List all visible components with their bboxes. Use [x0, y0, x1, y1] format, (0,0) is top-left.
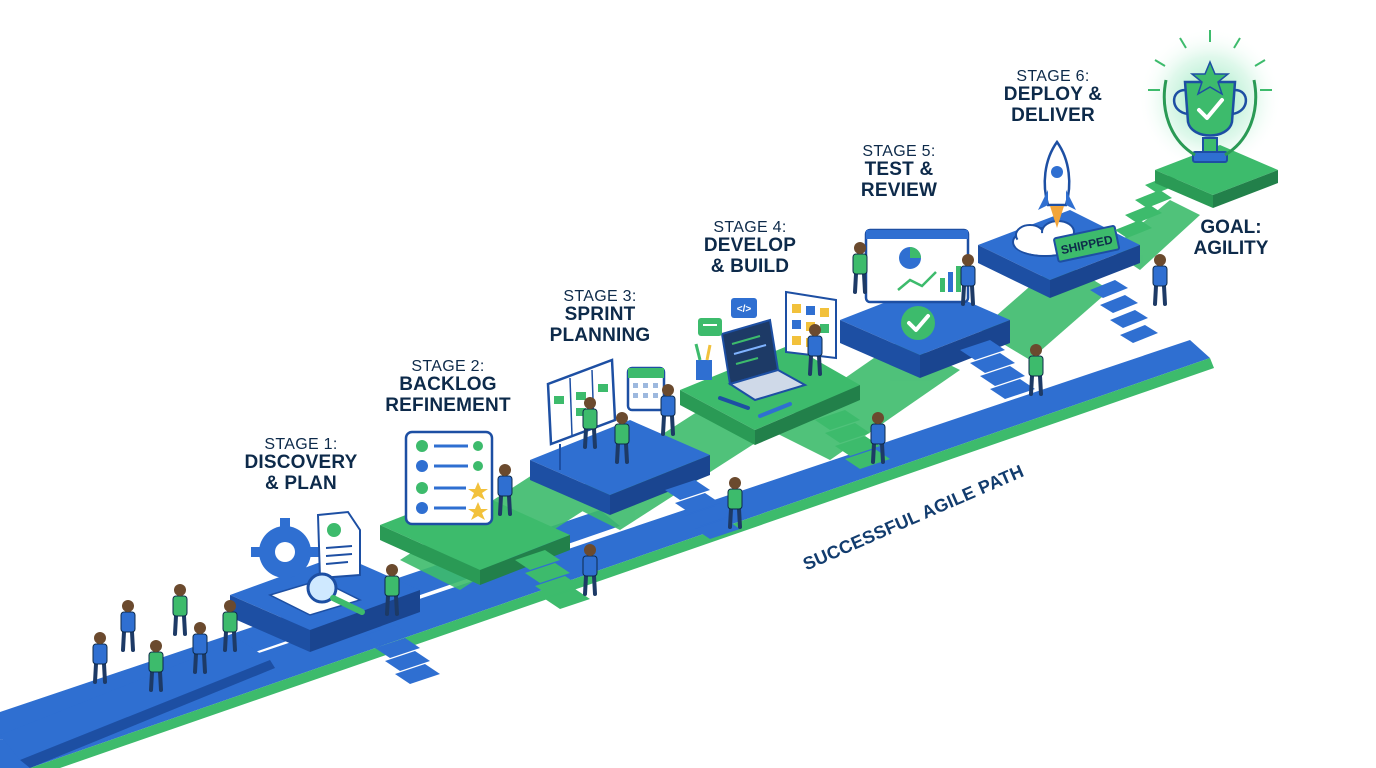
person-figure — [497, 464, 513, 516]
trophy-icon — [1172, 60, 1248, 163]
stage3-number: STAGE 3: — [563, 288, 637, 305]
stage6-platform: SHIPPED — [978, 139, 1140, 298]
code-bubble-icon: </> — [731, 298, 757, 318]
kanban-board-icon — [546, 358, 617, 470]
wrench-icon — [718, 396, 792, 418]
backlog-board-icon — [404, 430, 494, 526]
person-figure — [384, 564, 400, 616]
laptop-icon — [720, 318, 808, 402]
rocket-icon — [1038, 139, 1076, 228]
stage1-number: STAGE 1: — [264, 436, 338, 453]
stage6-number: STAGE 6: — [1016, 68, 1090, 85]
stage3-title-line2: PLANNING — [549, 324, 651, 346]
stairs-4 — [815, 410, 890, 469]
dashboard-screen-icon — [864, 228, 970, 304]
person-figure — [222, 600, 238, 652]
goal-platform — [1138, 28, 1282, 208]
stage6-label: STAGE 6: DEPLOY & DELIVER — [990, 68, 1116, 126]
person-figure — [582, 397, 598, 449]
stage1-platform — [230, 510, 420, 652]
person-figure — [727, 477, 743, 529]
stage4-title-line1: DEVELOP — [703, 235, 797, 257]
calendar-icon — [626, 366, 666, 412]
svg-text:</>: </> — [737, 304, 752, 315]
stage2-label: STAGE 2: BACKLOG REFINEMENT — [380, 358, 516, 416]
person-figure — [92, 632, 108, 684]
person-figure — [852, 242, 868, 294]
stage6-title-line1: DEPLOY & — [1003, 84, 1103, 106]
laurel-icon — [1162, 79, 1258, 157]
stairs-1 — [365, 625, 440, 684]
stairs-2 — [515, 550, 590, 609]
pencil-cup-icon — [694, 343, 712, 380]
goal-label-line2: AGILITY — [1193, 237, 1269, 259]
stage6-title-line2: DELIVER — [1011, 104, 1095, 126]
stage2-title-line2: REFINEMENT — [385, 394, 511, 416]
person-figure — [148, 640, 164, 692]
person-figure — [1152, 254, 1168, 306]
document-icon — [316, 510, 361, 580]
person-figure — [582, 544, 598, 596]
person-figure — [120, 600, 136, 652]
stage4-number: STAGE 4: — [713, 219, 787, 236]
magnifier-icon — [306, 572, 365, 615]
sparkle-rays — [1148, 30, 1272, 91]
people-group — [92, 242, 1168, 692]
shipped-sign: SHIPPED — [1053, 225, 1121, 263]
stage4-label: STAGE 4: DEVELOP & BUILD — [690, 219, 810, 277]
stage4-platform: </> — [680, 290, 860, 445]
person-figure — [807, 324, 823, 376]
goal-label: GOAL: AGILITY — [1186, 217, 1276, 259]
person-figure — [960, 254, 976, 306]
stage3-title-line1: SPRINT — [564, 304, 636, 326]
stairs-5 — [960, 340, 1035, 399]
stage1-label: STAGE 1: DISCOVERY & PLAN — [236, 436, 366, 494]
person-figure — [660, 384, 676, 436]
lower-walkway — [0, 640, 275, 768]
person-figure — [870, 412, 886, 464]
gear-icon — [251, 518, 319, 586]
stage1-title-line1: DISCOVERY — [244, 452, 358, 474]
stage2-title-line1: BACKLOG — [399, 374, 497, 396]
person-figure — [172, 584, 188, 636]
goal-label-line1: GOAL: — [1200, 217, 1262, 238]
person-figure — [1028, 344, 1044, 396]
chat-bubble-icon — [698, 318, 722, 336]
stage3-platform — [530, 358, 710, 515]
sticky-notes-board-icon — [785, 290, 837, 360]
stage5-title-line1: TEST & — [864, 159, 934, 181]
stage4-title-line2: & BUILD — [710, 255, 790, 277]
stage3-label: STAGE 3: SPRINT PLANNING — [540, 288, 660, 346]
stairs-goal-lower — [1090, 280, 1158, 343]
person-figure — [192, 622, 208, 674]
stage1-title-line2: & PLAN — [265, 472, 337, 494]
stage5-title-line2: REVIEW — [860, 179, 938, 201]
person-figure — [614, 412, 630, 464]
stage2-number: STAGE 2: — [411, 358, 485, 375]
stage5-number: STAGE 5: — [862, 143, 936, 160]
stage5-label: STAGE 5: TEST & REVIEW — [840, 143, 958, 201]
checkmark-badge-icon — [901, 306, 935, 340]
